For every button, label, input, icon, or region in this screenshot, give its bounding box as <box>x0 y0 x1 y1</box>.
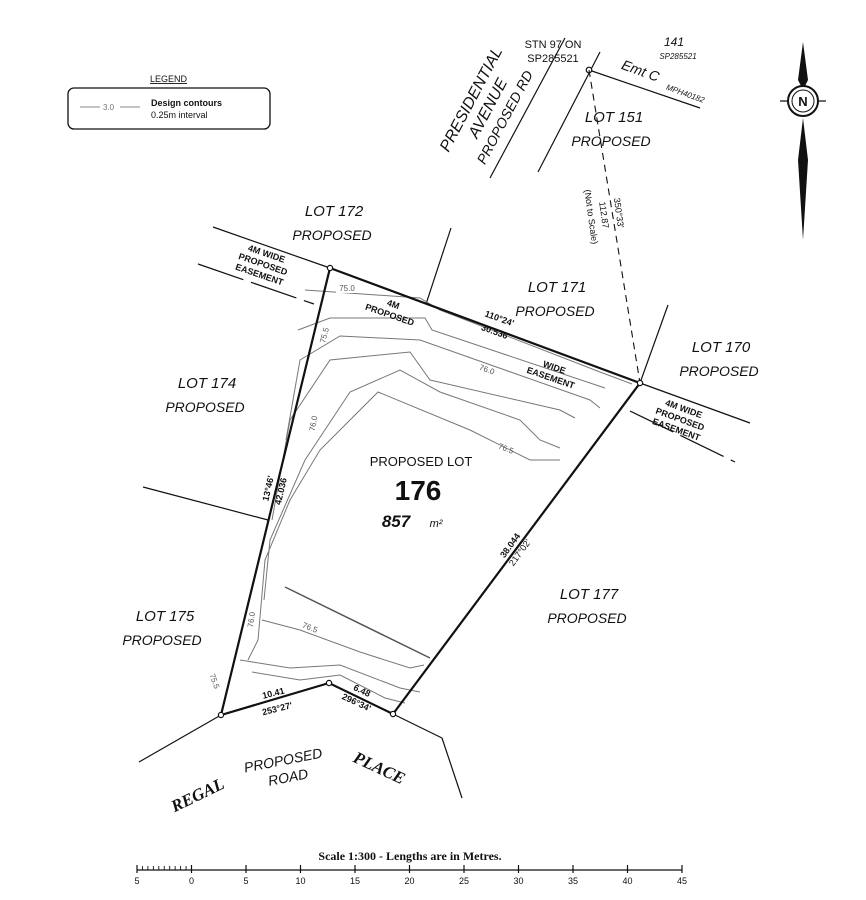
svg-text:112.87: 112.87 <box>597 201 611 229</box>
svg-text:PROPOSED: PROPOSED <box>292 227 371 243</box>
easement-label-mid2: WIDE EASEMENT <box>525 359 576 391</box>
lot-170-label: LOT 170 PROPOSED <box>679 339 758 379</box>
svg-text:LOT 172: LOT 172 <box>305 203 364 220</box>
north-arrow-icon: N <box>780 42 826 240</box>
scale-tick-label: 0 <box>189 876 194 886</box>
svg-text:4M: 4M <box>386 298 401 312</box>
contour-label-76-0-low: 76.0 <box>246 611 257 628</box>
road-name-regal: REGAL PLACE PROPOSED ROAD <box>167 745 408 817</box>
dim-top: 110°24' 30.536 <box>480 309 515 341</box>
lot-177-label: LOT 177 PROPOSED <box>547 586 626 626</box>
presidential-frontage-left <box>489 37 566 179</box>
svg-text:MPH40182: MPH40182 <box>665 83 706 105</box>
subject-lot-label: PROPOSED LOT 176 857 m² <box>370 454 473 531</box>
station-reference: STN 97 ON SP285521 <box>525 39 582 65</box>
emt-label: Emt C MPH40182 <box>620 56 707 105</box>
svg-text:PROPOSED: PROPOSED <box>679 363 758 379</box>
svg-text:LOT 170: LOT 170 <box>692 339 751 356</box>
svg-text:LOT 171: LOT 171 <box>528 279 586 296</box>
scale-title: Scale 1:300 - Lengths are in Metres. <box>318 849 501 863</box>
easement-line-west <box>197 263 315 305</box>
lot-172-label: LOT 172 PROPOSED <box>292 203 371 243</box>
scale-tick-label: 35 <box>568 876 578 886</box>
svg-text:STN 97 ON: STN 97 ON <box>525 39 582 51</box>
svg-text:PLACE: PLACE <box>350 747 409 788</box>
svg-text:141: 141 <box>664 35 684 49</box>
regal-frontage-east2 <box>441 737 463 799</box>
tie-line <box>588 69 641 384</box>
svg-text:350°33': 350°33' <box>612 197 626 229</box>
contour-label-75-0: 75.0 <box>339 284 355 293</box>
scale-tick-label: 30 <box>513 876 523 886</box>
legend-title: LEGEND <box>150 74 188 84</box>
svg-text:LOT 151: LOT 151 <box>585 109 643 126</box>
legend-sample-label: 3.0 <box>103 103 115 112</box>
lot-141-label: 141 SP285521 <box>659 35 696 61</box>
lot-151-label: LOT 151 PROPOSED <box>571 109 650 149</box>
emt-boundary <box>588 69 701 109</box>
lot-170-boundary <box>639 304 669 384</box>
contour-label-75-5-top: 75.5 <box>318 326 331 344</box>
svg-text:SP285521: SP285521 <box>527 53 578 65</box>
svg-text:Emt C: Emt C <box>620 56 663 85</box>
dim-bottom-left: 10.41 253°27' <box>261 686 293 718</box>
contour-label-76-5-right: 76.5 <box>497 442 515 456</box>
lot-175-label: LOT 175 PROPOSED <box>122 608 201 648</box>
scale-tick-label: 5 <box>134 876 139 886</box>
scale-tick-label: 15 <box>350 876 360 886</box>
svg-text:PROPOSED: PROPOSED <box>571 133 650 149</box>
regal-frontage-east <box>392 713 443 739</box>
regal-frontage-west <box>138 714 222 763</box>
road-name-presidential: PRESIDENTIAL AVENUE PROPOSED RD <box>437 45 536 167</box>
subject-lot-area: 857 <box>382 512 412 531</box>
scale-tick-label: 5 <box>243 876 248 886</box>
easement-label-mid: 4M PROPOSED <box>364 298 416 328</box>
svg-text:PROPOSED: PROPOSED <box>122 632 201 648</box>
legend-box <box>67 87 271 130</box>
legend-line1: Design contours <box>151 98 222 108</box>
contour-label-76-0-left: 76.0 <box>308 415 320 432</box>
scale-tick-label: 40 <box>622 876 632 886</box>
svg-text:LOT 177: LOT 177 <box>560 586 619 603</box>
svg-text:ROAD: ROAD <box>267 765 310 788</box>
lot-176-boundary <box>219 266 642 717</box>
scale-tick-label: 20 <box>404 876 414 886</box>
svg-text:REGAL: REGAL <box>167 774 227 816</box>
contour-label-76-5-low: 76.5 <box>301 621 319 635</box>
easement-line-east <box>629 410 736 463</box>
lot-171-label: LOT 171 PROPOSED <box>515 279 594 319</box>
legend-line2: 0.25m interval <box>151 110 208 120</box>
easement-label-east: 4M WIDE PROPOSED EASEMENT <box>651 398 706 443</box>
subject-lot-number: 176 <box>395 475 442 506</box>
svg-text:LOT 175: LOT 175 <box>136 608 195 625</box>
lot-172-171-boundary <box>425 227 452 305</box>
tie-dimension: 350°33' 112.87 (Not to Scale) <box>582 189 626 245</box>
subject-lot-area-unit: m² <box>430 518 443 530</box>
lot-174-label: LOT 174 PROPOSED <box>165 375 244 415</box>
north-letter: N <box>798 94 807 109</box>
subject-lot-caption: PROPOSED LOT <box>370 454 473 469</box>
survey-marks <box>217 264 644 719</box>
svg-text:SP285521: SP285521 <box>659 52 696 61</box>
svg-text:(Not to Scale): (Not to Scale) <box>582 189 600 245</box>
contours <box>239 289 633 704</box>
scale-tick-label: 10 <box>295 876 305 886</box>
contour-label-75-5-low: 75.5 <box>207 672 221 690</box>
easement-label-west: 4M WIDE PROPOSED EASEMENT <box>234 243 289 288</box>
contour-label-76-0-mid: 76.0 <box>478 363 496 377</box>
svg-text:PROPOSED: PROPOSED <box>165 399 244 415</box>
legend: LEGEND 3.0 Design contours 0.25m interva… <box>67 74 271 130</box>
svg-text:PROPOSED: PROPOSED <box>515 303 594 319</box>
lot-174-175-boundary <box>142 486 269 521</box>
scale-bar: Scale 1:300 - Lengths are in Metres. 5 0 5… <box>134 849 687 886</box>
svg-text:LOT 174: LOT 174 <box>178 375 236 392</box>
northern-boundary-east <box>639 382 751 424</box>
scale-tick-label: 45 <box>677 876 687 886</box>
northern-boundary-west <box>212 226 331 269</box>
svg-text:PROPOSED: PROPOSED <box>547 610 626 626</box>
scale-tick-label: 25 <box>459 876 469 886</box>
dim-left: 13°46' 42.036 <box>260 475 288 506</box>
